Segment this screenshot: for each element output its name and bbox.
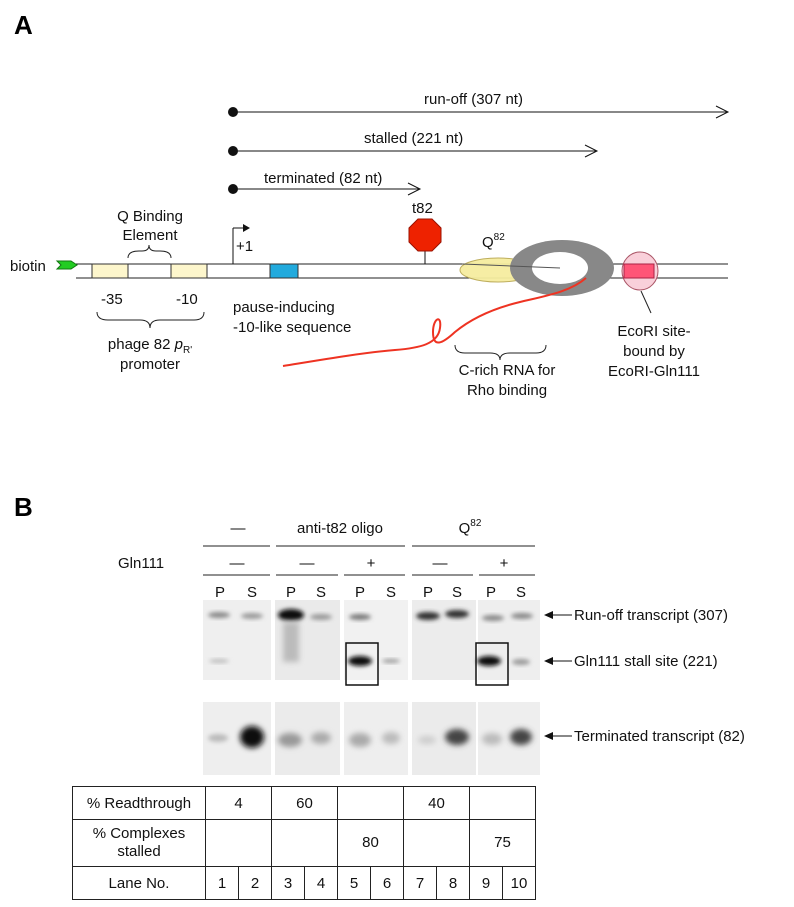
ecori-site-box	[623, 263, 655, 279]
c-rich-brace	[454, 344, 547, 361]
complexes-value: 80	[337, 819, 404, 867]
lane-type-label: S	[316, 584, 326, 601]
terminated-band-arrow	[544, 732, 572, 740]
lane-number: 9	[469, 866, 503, 900]
q-binding-label-2: Element	[122, 227, 178, 244]
panel-a-letter: A	[14, 10, 33, 40]
c-rich-label-2: Rho binding	[467, 382, 547, 399]
gln111-sign: +	[500, 555, 509, 572]
promoter-label-2: promoter	[120, 356, 180, 373]
runoff-transcript-label: run-off (307 nt)	[424, 91, 523, 108]
complexes-value	[403, 819, 470, 867]
minus35-box	[91, 263, 129, 279]
gln111-sign: —	[433, 555, 448, 572]
stall-band-arrow	[544, 657, 572, 665]
t82-label: t82	[412, 200, 433, 217]
ecori-label-2: bound by	[623, 343, 685, 360]
readthrough-row: % Readthrough 4 60 40	[72, 786, 536, 820]
lane-number: 10	[502, 866, 536, 900]
readthrough-value	[337, 786, 404, 820]
lane-number: 2	[238, 866, 272, 900]
readthrough-value	[469, 786, 536, 820]
lane-number: 5	[337, 866, 371, 900]
runoff-band-arrow	[544, 611, 572, 619]
minus10-box	[170, 263, 208, 279]
q-binding-brace	[127, 244, 172, 259]
gel-bands	[208, 609, 533, 748]
terminated-transcript-label: terminated (82 nt)	[264, 170, 382, 187]
minus10-label: -10	[176, 291, 198, 308]
runoff-transcript-arrow	[228, 105, 730, 119]
lane-number: 4	[304, 866, 338, 900]
c-rich-label-1: C-rich RNA for	[459, 362, 556, 379]
gel-upper	[203, 600, 540, 680]
stall-box-lane5	[345, 642, 379, 686]
lane-type-label: P	[355, 584, 365, 601]
lane-number: 1	[205, 866, 239, 900]
pause-label-1: pause-inducing	[233, 299, 335, 316]
readthrough-value: 40	[403, 786, 470, 820]
lane-number: 6	[370, 866, 404, 900]
lane-number: 7	[403, 866, 437, 900]
rna-transcript	[282, 277, 587, 367]
lane-type-label: P	[486, 584, 496, 601]
stall-band-label: Gln111 stall site (221)	[574, 653, 718, 670]
group-q82-label: Q82	[459, 518, 482, 537]
biotin-tag-icon	[55, 260, 78, 270]
complexes-value: 75	[469, 819, 536, 867]
lane-type-label: P	[423, 584, 433, 601]
complexes-value	[271, 819, 338, 867]
promoter-label-1: phage 82 pR'	[108, 336, 192, 356]
terminated-transcript-arrow	[228, 182, 422, 196]
plus-one-label: +1	[236, 238, 253, 255]
group-anti-label: anti-t82 oligo	[297, 520, 383, 537]
terminated-band-label: Terminated transcript (82)	[574, 728, 745, 745]
t82-stop-sign-icon	[408, 218, 442, 252]
ecori-pointer-line	[640, 290, 652, 314]
complexes-value	[205, 819, 272, 867]
minus35-label: -35	[101, 291, 123, 308]
gln111-label: Gln111	[118, 555, 164, 572]
lane-type-label: P	[286, 584, 296, 601]
stalled-transcript-label: stalled (221 nt)	[364, 130, 463, 147]
lane-number: 3	[271, 866, 305, 900]
lane-row: Lane No. 1 2 3 4 5 6 7 8 9 10	[72, 866, 536, 900]
transcription-start-arrow	[232, 224, 250, 264]
rna-polymerase	[461, 240, 614, 296]
lane-type-label: S	[247, 584, 257, 601]
pause-box	[269, 263, 299, 279]
panel-b-letter: B	[14, 492, 33, 522]
lane-number: 8	[436, 866, 470, 900]
gln111-sign: +	[367, 555, 376, 572]
ecori-label-3: EcoRI-Gln111	[608, 363, 700, 380]
q-binding-label-1: Q Binding	[117, 208, 183, 225]
lane-type-label: S	[386, 584, 396, 601]
stalled-transcript-arrow	[228, 144, 599, 158]
stall-box-lane9	[475, 642, 509, 686]
ecori-label-1: EcoRI site-	[617, 323, 690, 340]
lane-type-label: S	[516, 584, 526, 601]
gln111-sign: —	[300, 555, 315, 572]
runoff-band-label: Run-off transcript (307)	[574, 607, 728, 624]
lane-type-label: S	[452, 584, 462, 601]
group-none-label: —	[231, 520, 246, 537]
promoter-brace	[96, 311, 205, 329]
biotin-label: biotin	[10, 258, 46, 275]
q82-label: Q82	[482, 232, 505, 251]
pause-label-2: -10-like sequence	[233, 319, 351, 336]
readthrough-value: 4	[205, 786, 272, 820]
readthrough-label: % Readthrough	[72, 786, 206, 820]
lane-label: Lane No.	[72, 866, 206, 900]
readthrough-value: 60	[271, 786, 338, 820]
gln111-sign: —	[230, 555, 245, 572]
lane-type-label: P	[215, 584, 225, 601]
